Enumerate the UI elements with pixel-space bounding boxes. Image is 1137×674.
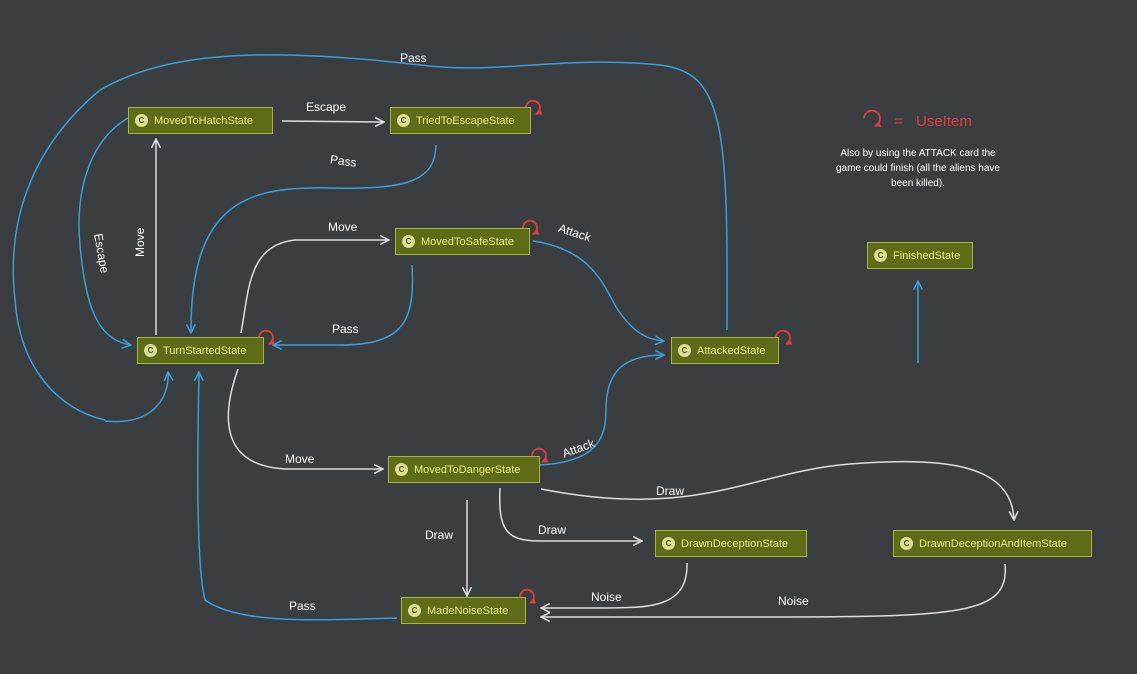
edge-label-pass-escape: Pass <box>329 152 357 170</box>
class-icon: C <box>395 463 408 476</box>
edge-deception-noise <box>541 562 688 608</box>
edge-label-move-safe: Move <box>328 220 358 234</box>
node-label: MovedToSafeState <box>421 235 514 248</box>
edge-escape-turn-pass <box>191 144 437 333</box>
edge-label-move-danger: Move <box>285 452 315 466</box>
edge-safe-turn-pass <box>273 264 414 345</box>
node-label: TriedToEscapeState <box>416 114 515 127</box>
node-drawn-deception-state: C DrawnDeceptionState <box>655 530 807 557</box>
edge-label-move-hatch: Move <box>133 227 147 257</box>
edge-label-draw-down: Draw <box>425 528 453 542</box>
class-icon: C <box>678 344 691 357</box>
edge-label-noise-deception: Noise <box>591 590 622 604</box>
edge-label-attack-safe: Attack <box>557 221 594 245</box>
node-moved-to-safe-state: C MovedToSafeState <box>395 228 530 255</box>
node-label: MovedToDangerState <box>414 463 521 476</box>
use-item-loop-icon <box>863 109 882 127</box>
node-label: MadeNoiseState <box>427 604 509 617</box>
edge-label-pass-top: Pass <box>400 51 427 65</box>
class-icon: C <box>662 537 675 550</box>
self-loop-moved-danger <box>531 447 549 463</box>
node-finished-state: C FinishedState <box>867 242 973 269</box>
edge-turn-danger <box>227 368 383 469</box>
edge-label-pass-safe: Pass <box>332 322 359 336</box>
edge-danger-deception <box>498 487 642 541</box>
legend-label: UseItem <box>916 113 972 130</box>
self-loop-attacked <box>775 329 793 345</box>
node-label: TurnStartedState <box>163 344 247 357</box>
class-icon: C <box>900 537 913 550</box>
node-turn-started-state: C TurnStartedState <box>137 337 264 364</box>
node-tried-to-escape-state: C TriedToEscapeState <box>390 107 531 134</box>
edge-turn-safe <box>240 240 389 334</box>
class-icon: C <box>874 249 887 262</box>
edge-danger-item <box>540 460 1014 520</box>
edge-hatch-turn-escape <box>78 117 131 345</box>
edge-turn-attacked-pass-top <box>12 54 728 421</box>
class-icon: C <box>144 344 157 357</box>
edge-label-escape-top: Escape <box>306 100 346 114</box>
self-loop-moved-safe <box>522 219 540 235</box>
edge-danger-attacked-attack <box>539 355 664 466</box>
edge-hatch-escape <box>281 121 384 122</box>
edge-label-draw-deception: Draw <box>538 523 566 537</box>
node-made-noise-state: C MadeNoiseState <box>401 597 526 624</box>
edge-label-pass-noise: Pass <box>289 599 316 613</box>
node-drawn-deception-and-item-state: C DrawnDeceptionAndItemState <box>893 530 1092 557</box>
edge-item-noise <box>541 563 1007 617</box>
class-icon: C <box>135 114 148 127</box>
class-icon: C <box>402 235 415 248</box>
edge-label-escape-left: Escape <box>91 232 112 274</box>
edge-label-noise-item: Noise <box>778 594 809 608</box>
edge-label-draw-right: Draw <box>656 484 684 498</box>
self-loop-turn-started <box>258 329 276 345</box>
node-attacked-state: C AttackedState <box>671 337 779 364</box>
edge-safe-attacked-attack <box>532 240 664 341</box>
edge-noise-turn-pass <box>198 372 398 621</box>
class-icon: C <box>408 604 421 617</box>
class-icon: C <box>397 114 410 127</box>
node-label: AttackedState <box>697 344 766 357</box>
node-moved-to-danger-state: C MovedToDangerState <box>388 456 540 483</box>
node-label: MovedToHatchState <box>154 114 254 127</box>
node-moved-to-hatch-state: C MovedToHatchState <box>128 107 273 134</box>
self-loop-tried-escape <box>525 99 543 115</box>
self-loop-made-noise <box>519 588 537 604</box>
node-label: DrawnDeceptionAndItemState <box>919 537 1067 550</box>
note-text: Also by using the ATTACK card the game c… <box>836 148 1000 189</box>
node-label: FinishedState <box>893 249 961 262</box>
legend-equals: = <box>894 113 903 130</box>
node-label: DrawnDeceptionState <box>681 537 789 550</box>
edge-loop-return-top <box>104 372 168 423</box>
